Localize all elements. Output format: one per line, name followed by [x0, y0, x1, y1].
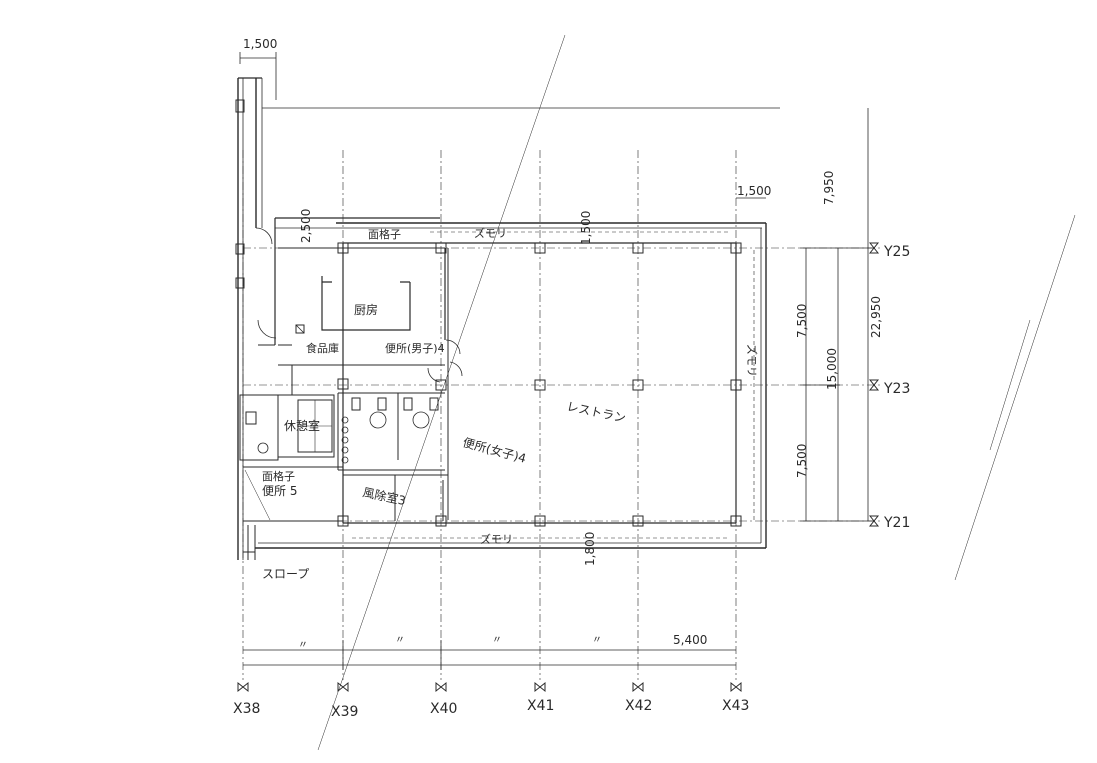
grid-label-x39: X39	[331, 704, 358, 720]
plan-linework	[235, 34, 1076, 751]
grid-axis-marker	[730, 681, 742, 693]
dim-upper-margin: 7,950	[822, 171, 836, 205]
grid-axis-marker	[337, 681, 349, 693]
urinal-fixture	[341, 416, 349, 424]
stray-pencil-line	[317, 34, 566, 751]
toilet-fixture	[377, 397, 387, 411]
room-cleaning-room: 風除室3	[361, 484, 407, 508]
grid-axis-marker	[868, 515, 880, 527]
corridor-diagonal	[244, 469, 271, 521]
toilet-fixture	[351, 397, 361, 411]
grid-label-x43: X43	[722, 698, 749, 714]
structural-column	[730, 242, 742, 254]
grid-axis-marker	[868, 379, 880, 391]
label-frosted-top: ズモリ	[474, 226, 507, 240]
structural-column	[534, 515, 546, 527]
dim-lattice-gap: 2,500	[299, 209, 313, 243]
dim-bottom-span: 5,400	[673, 633, 707, 647]
room-food-store: 食品庫	[306, 341, 339, 355]
urinal-fixture	[341, 446, 349, 454]
structural-column	[235, 243, 245, 255]
toilet-fixture	[245, 411, 257, 425]
structural-column	[730, 379, 742, 391]
urinal-fixture	[341, 456, 349, 464]
grid-axis-marker	[632, 681, 644, 693]
ditto-mark: 〃	[592, 635, 602, 646]
structural-column	[435, 379, 447, 391]
door-swing	[427, 367, 441, 383]
restroom-small	[239, 394, 279, 461]
grid-label-x41: X41	[527, 698, 554, 714]
ditto-mark: 〃	[298, 640, 308, 651]
grid-label-y25: Y25	[883, 244, 910, 260]
sink-fixture	[257, 442, 269, 454]
stray-pencil-line	[954, 214, 1076, 581]
grid-label-x40: X40	[430, 701, 457, 717]
structural-column	[632, 379, 644, 391]
room-restaurant: レストラン	[565, 399, 627, 425]
grid-axis-marker	[868, 242, 880, 254]
dim-span-y25-y23: 7,500	[795, 304, 809, 338]
grid-label-y23: Y23	[883, 381, 910, 397]
room-restroom-women: 便所(女子)4	[461, 434, 528, 465]
dim-span-y25-y21: 15,000	[825, 348, 839, 390]
ditto-mark: 〃	[395, 635, 405, 646]
door-swing	[445, 339, 461, 355]
structural-column	[632, 515, 644, 527]
door-swing	[257, 319, 277, 339]
dim-upper-band: 1,500	[579, 211, 593, 245]
grid-label-x42: X42	[625, 698, 652, 714]
sink-fixture	[412, 411, 430, 429]
structural-column	[632, 242, 644, 254]
room-kitchen: 厨房	[354, 302, 378, 317]
label-frosted-right: ズモリ	[745, 344, 759, 377]
room-restroom-men: 便所(男子)4	[385, 342, 445, 355]
fixture-box-cross	[295, 324, 305, 334]
structural-column	[435, 515, 447, 527]
plan-labels: 1,500 1,500 7,950 22,950 15,000 7,500 7,…	[233, 37, 910, 720]
label-lattice-lower: 面格子	[262, 469, 295, 483]
toilet-fixture	[403, 397, 413, 411]
stray-pencil-line	[989, 319, 1031, 451]
door-swing	[255, 227, 273, 245]
kitchen-counter	[321, 281, 411, 331]
dim-span-y23-y21: 7,500	[795, 444, 809, 478]
label-slope: スロープ	[262, 567, 309, 581]
dim-lower-band: 1,800	[583, 532, 597, 566]
dim-top-wall-offset: 1,500	[243, 37, 277, 51]
room-rest-room: 休憩室	[284, 418, 320, 433]
toilet-fixture	[429, 397, 439, 411]
structural-column	[235, 99, 245, 113]
ditto-mark: 〃	[492, 635, 502, 646]
grid-label-x38: X38	[233, 701, 260, 717]
grid-axis-marker	[435, 681, 447, 693]
grid-label-y21: Y21	[883, 515, 910, 531]
structural-column	[235, 277, 245, 289]
fixture-box	[295, 324, 305, 334]
urinal-fixture	[341, 436, 349, 444]
room-restroom-public: 便所 5	[262, 484, 297, 498]
dim-top-right-offset: 1,500	[737, 184, 771, 198]
label-lattice-upper: 面格子	[368, 227, 401, 241]
sink-fixture	[369, 411, 387, 429]
dim-span-total: 22,950	[869, 296, 883, 338]
label-frosted-bottom: ズモリ	[480, 532, 513, 546]
structural-column	[730, 515, 742, 527]
urinal-fixture	[341, 426, 349, 434]
grid-axis-marker	[237, 681, 249, 693]
structural-column	[534, 242, 546, 254]
door-swing	[449, 361, 463, 377]
structural-column	[337, 378, 349, 390]
grid-axis-marker	[534, 681, 546, 693]
structural-column	[534, 379, 546, 391]
